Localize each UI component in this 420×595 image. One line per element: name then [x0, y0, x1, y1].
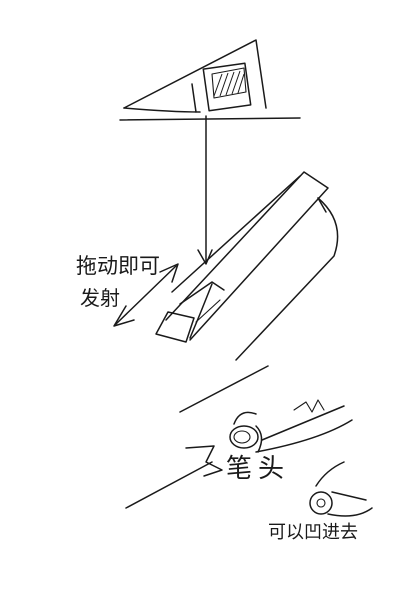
annotation-retractable: 可以凹进去	[268, 522, 358, 543]
pointer-arrow-down	[197, 115, 213, 265]
drag-arrow	[113, 263, 179, 327]
annotation-drag-to-fire-line1: 拖动即可	[76, 254, 160, 278]
pen-body	[155, 171, 339, 361]
retracted-tip-detail	[309, 461, 373, 517]
tip-pointer-arrow	[125, 445, 223, 509]
pen-tip-detail	[179, 365, 353, 453]
slider-housing-detail	[119, 39, 301, 121]
slider-hatching	[213, 70, 245, 97]
annotation-pen-tip: 笔头	[226, 454, 291, 484]
annotation-drag-to-fire-line2: 发射	[80, 286, 120, 310]
